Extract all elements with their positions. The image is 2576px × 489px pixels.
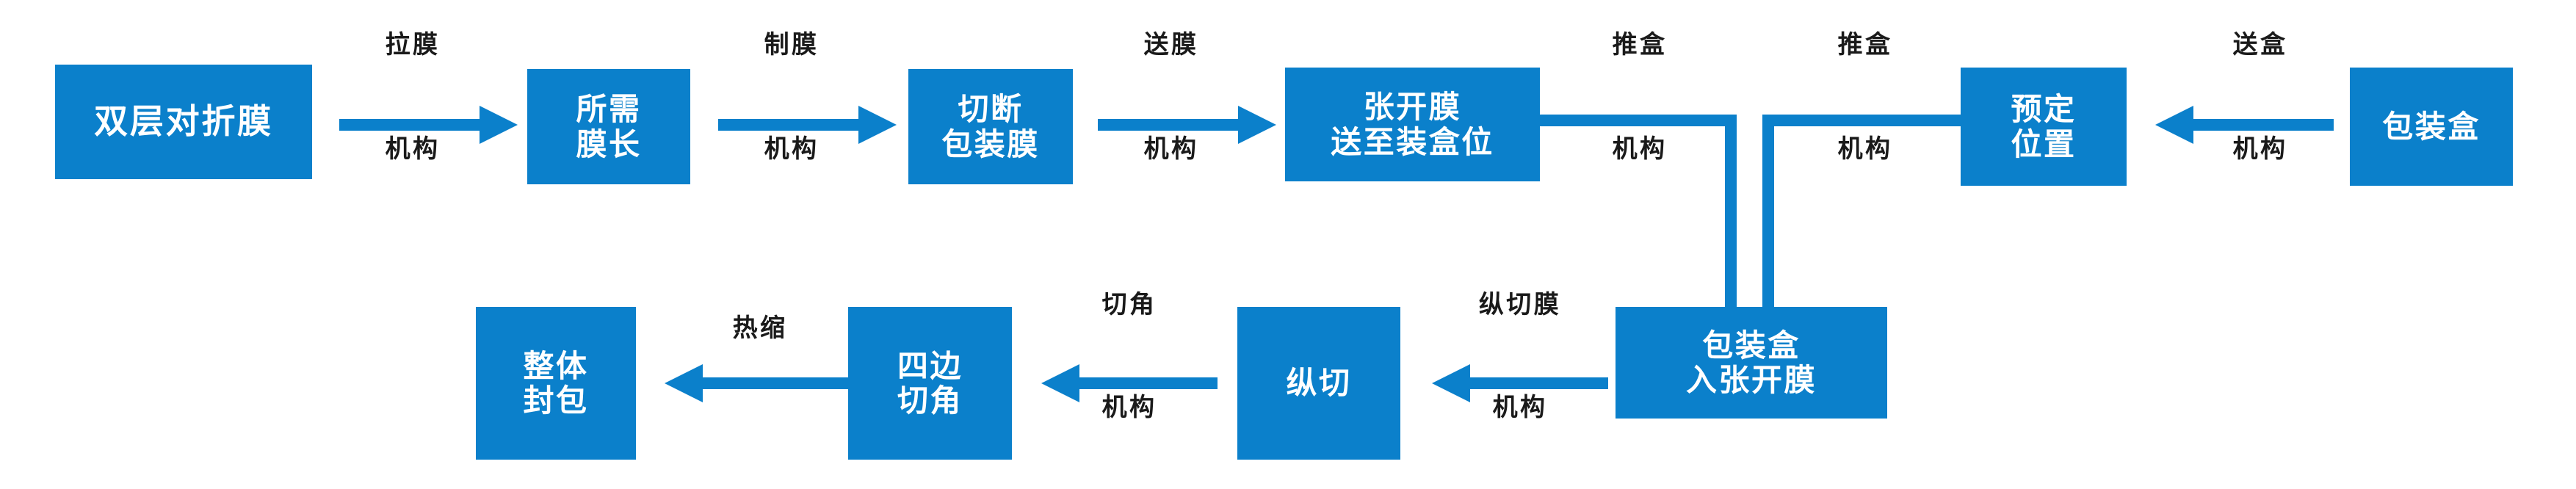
arrow-shaft — [1074, 377, 1218, 389]
node-line: 整体 — [523, 347, 589, 384]
arrow-head — [665, 364, 703, 402]
arrow-shaft — [697, 377, 848, 389]
arrow-head — [2155, 106, 2193, 144]
arrow-film-feeding — [1098, 103, 1276, 147]
arrow-shaft — [1464, 377, 1608, 389]
label-box-feeding-top: 送盒 — [2232, 30, 2288, 59]
node-line: 纵切 — [1286, 365, 1352, 402]
arrow-box-feeding — [2155, 103, 2334, 147]
label-film-feeding-top: 送膜 — [1143, 30, 1199, 59]
label-film-making-bottom: 机构 — [764, 134, 820, 164]
arrow-head — [480, 106, 518, 144]
connector-open-film-to-box-vertical — [1725, 115, 1737, 311]
label-film-pulling-top: 拉膜 — [385, 30, 441, 59]
arrow-shaft — [2188, 119, 2334, 131]
label-longitudinal-film-top: 纵切膜 — [1478, 290, 1562, 319]
node-packaging-box[interactable]: 包装盒 — [2350, 68, 2513, 186]
arrow-corner-cut — [1041, 361, 1218, 405]
node-line: 位置 — [2011, 126, 2077, 162]
node-line: 送至装盒位 — [1331, 123, 1494, 160]
label-longitudinal-film-bottom: 机构 — [1492, 393, 1548, 422]
node-line: 切角 — [897, 383, 963, 419]
node-line: 包装盒 — [1702, 327, 1801, 363]
label-box-pushing-left-bottom: 机构 — [1612, 134, 1668, 164]
arrow-head — [858, 106, 897, 144]
node-line: 包装膜 — [941, 126, 1040, 162]
connector-box-to-preset-vertical — [1762, 115, 1774, 311]
node-line: 包装盒 — [2382, 108, 2481, 145]
connector-box-to-preset-horizontal — [1762, 115, 1967, 126]
node-line: 所需 — [576, 91, 642, 128]
label-film-pulling-bottom: 机构 — [385, 134, 441, 164]
node-preset-position[interactable]: 预定 位置 — [1961, 68, 2127, 186]
arrow-head — [1432, 364, 1470, 402]
node-line: 封包 — [523, 383, 589, 419]
node-line: 膜长 — [576, 126, 642, 162]
label-box-feeding-bottom: 机构 — [2232, 134, 2288, 164]
label-box-pushing-left-top: 推盒 — [1612, 30, 1668, 59]
node-required-film-length[interactable]: 所需 膜长 — [527, 69, 690, 184]
arrow-head — [1238, 106, 1276, 144]
label-corner-cut-bottom: 机构 — [1101, 393, 1157, 422]
label-film-making-top: 制膜 — [764, 30, 820, 59]
arrow-head — [1041, 364, 1079, 402]
arrow-shaft — [339, 119, 485, 131]
node-line: 张开膜 — [1363, 89, 1462, 126]
connector-open-film-to-box-horizontal — [1538, 115, 1737, 126]
node-double-folded-film[interactable]: 双层对折膜 — [55, 65, 312, 179]
node-line: 双层对折膜 — [94, 101, 273, 142]
arrow-heat-shrink — [665, 361, 848, 405]
node-line: 入张开膜 — [1685, 362, 1817, 398]
node-overall-sealing[interactable]: 整体 封包 — [476, 307, 636, 460]
node-line: 四边 — [897, 347, 963, 384]
arrow-shaft — [718, 119, 864, 131]
node-line: 预定 — [2011, 91, 2077, 128]
node-open-film-to-boxing[interactable]: 张开膜 送至装盒位 — [1285, 68, 1540, 181]
arrow-shaft — [1098, 119, 1244, 131]
arrow-longitudinal-film — [1432, 361, 1608, 405]
label-box-pushing-right-top: 推盒 — [1837, 30, 1893, 59]
arrow-film-pulling — [339, 103, 518, 147]
arrow-film-making — [718, 103, 897, 147]
label-corner-cut-top: 切角 — [1101, 290, 1157, 319]
label-box-pushing-right-bottom: 机构 — [1837, 134, 1893, 164]
node-box-into-open-film[interactable]: 包装盒 入张开膜 — [1616, 307, 1887, 419]
node-cut-packaging-film[interactable]: 切断 包装膜 — [908, 69, 1073, 184]
node-line: 切断 — [958, 91, 1024, 128]
node-four-side-corner-cut[interactable]: 四边 切角 — [848, 307, 1012, 460]
label-film-feeding-bottom: 机构 — [1143, 134, 1199, 164]
node-longitudinal-cut[interactable]: 纵切 — [1237, 307, 1400, 460]
label-heat-shrink-top: 热缩 — [732, 314, 788, 343]
